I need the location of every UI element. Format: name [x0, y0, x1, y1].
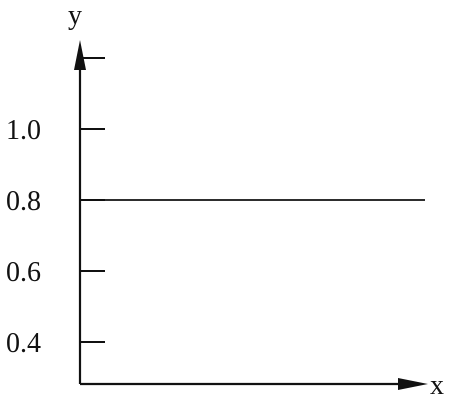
y-tick-label: 1.0 — [6, 115, 41, 146]
y-axis: y — [68, 0, 86, 384]
y-tick-label: 0.6 — [6, 257, 41, 288]
x-axis: x — [80, 370, 444, 401]
x-axis-label: x — [430, 370, 444, 401]
x-axis-arrow — [398, 378, 428, 390]
y-tick-label: 0.4 — [6, 328, 41, 359]
y-axis-arrow — [74, 40, 86, 70]
y-tick-label: 0.8 — [6, 186, 41, 217]
y-axis-label: y — [68, 0, 82, 31]
y-ticks: 0.4 0.6 0.8 1.0 — [6, 57, 105, 359]
